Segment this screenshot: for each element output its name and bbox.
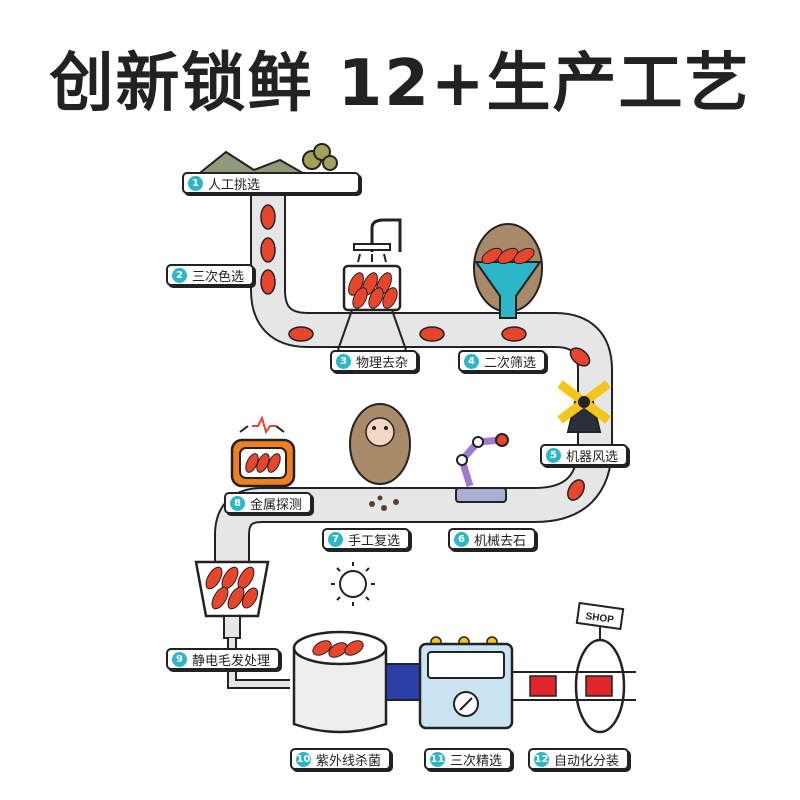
shop-sign-icon: SHOP [575, 601, 625, 640]
step-number: 4 [464, 353, 479, 369]
step-number: 9 [172, 651, 187, 667]
shop-sign-text: SHOP [585, 611, 615, 626]
step-text: 紫外线杀菌 [316, 753, 382, 769]
step-text: 三次精选 [450, 753, 503, 769]
step-text: 机器风选 [566, 449, 619, 465]
conveyor-pipe [216, 180, 611, 580]
step-text: 金属探测 [250, 497, 303, 513]
funnel-icon [473, 223, 543, 319]
step-number: 2 [172, 267, 187, 283]
step-label-9: 9 静电毛发处理 [166, 648, 281, 670]
shower-icon [337, 218, 407, 351]
berry [288, 326, 314, 342]
step-label-2: 2 三次色选 [166, 264, 255, 286]
step-number: 11 [430, 751, 445, 767]
page-title: 创新锁鲜 12+生产工艺 [49, 47, 751, 121]
step-label-5: 5 机器风选 [540, 444, 629, 466]
step-label-6: 6 机械去石 [448, 528, 537, 550]
step-label-12: 12 自动化分装 [528, 748, 630, 770]
step-text: 三次色选 [192, 269, 245, 285]
mountain-icon [193, 143, 338, 177]
windmill-icon [557, 380, 611, 433]
step-label-8: 8 金属探测 [224, 492, 313, 514]
berry [569, 347, 591, 367]
step-number: 1 [188, 175, 203, 191]
step-number: 10 [296, 751, 311, 767]
berry [260, 204, 276, 230]
step-text: 手工复选 [348, 533, 401, 549]
step-label-4: 4 二次筛选 [458, 350, 547, 372]
step-label-10: 10 紫外线杀菌 [290, 748, 392, 770]
sun-icon [331, 562, 375, 606]
sorting-machine-icon [418, 636, 514, 730]
berry [419, 326, 445, 342]
berry [501, 326, 527, 342]
berry [567, 479, 585, 501]
step-number: 5 [546, 447, 561, 463]
step-number: 8 [230, 495, 245, 511]
step-text: 物理去杂 [356, 355, 409, 371]
step-number: 12 [534, 751, 549, 767]
step-text: 二次筛选 [484, 355, 537, 371]
berry [260, 237, 276, 263]
step-number: 6 [454, 531, 469, 547]
step-label-11: 11 三次精选 [424, 748, 513, 770]
step-label-3: 3 物理去杂 [330, 350, 419, 372]
berry [260, 269, 276, 295]
step-label-1: 1 人工挑选 [182, 172, 360, 194]
packaging-machine-icon [512, 638, 636, 734]
hairy-character-icon [349, 403, 411, 511]
step-label-7: 7 手工复选 [322, 528, 411, 550]
pipe-berries [260, 204, 591, 501]
uv-drum-icon [292, 630, 421, 734]
step-text: 自动化分装 [554, 753, 620, 769]
step-number: 3 [336, 353, 351, 369]
step-text: 人工挑选 [208, 177, 261, 193]
step-text: 机械去石 [474, 533, 527, 549]
step-text: 静电毛发处理 [192, 653, 271, 669]
step-number: 7 [328, 531, 343, 547]
robot-detector-icon [230, 415, 296, 488]
robot-arm-icon [455, 433, 509, 503]
